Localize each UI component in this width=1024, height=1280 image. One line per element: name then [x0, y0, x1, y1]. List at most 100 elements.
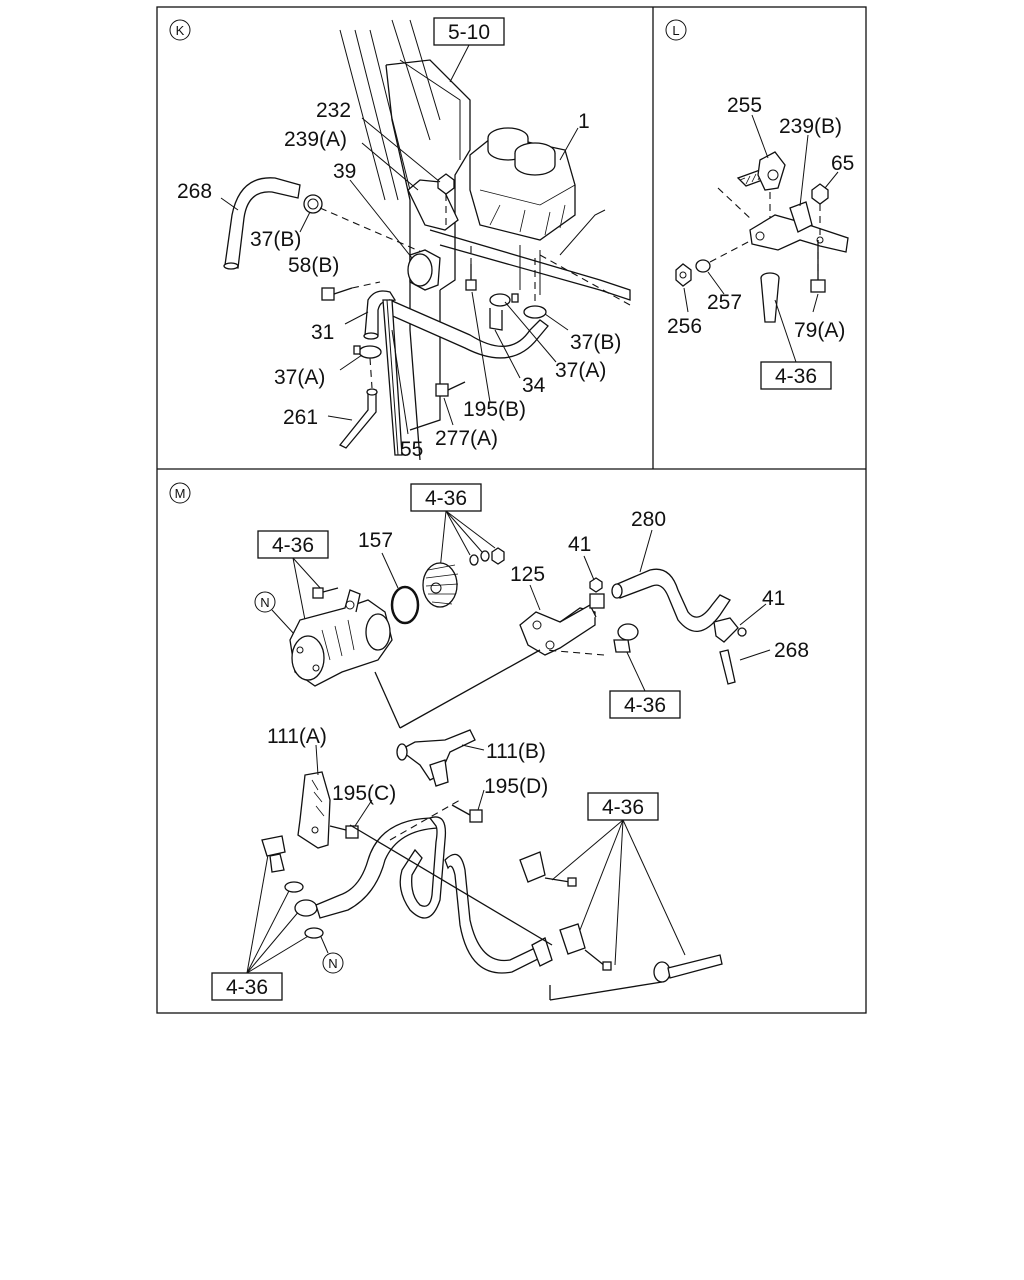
bracket-111a — [297, 771, 331, 849]
panel-l: L — [665, 19, 854, 390]
panel-m: M 4-36 4-36 4-36 4-36 — [169, 482, 809, 1001]
bracket-111b — [396, 729, 476, 787]
bolt-pump — [312, 587, 339, 599]
svg-text:4-36: 4-36 — [425, 487, 467, 510]
svg-text:256: 256 — [667, 315, 702, 338]
eye-bolt — [261, 835, 324, 939]
clamp-37a-lower — [353, 345, 382, 359]
svg-text:M: M — [175, 486, 186, 501]
pipe-268 — [719, 649, 736, 685]
shaft — [760, 272, 780, 323]
pressure-hose — [315, 816, 553, 974]
panel-m-leaders — [315, 529, 771, 827]
svg-text:65: 65 — [831, 152, 854, 175]
return-pipe-fitting — [653, 954, 723, 983]
pipe-31 — [363, 290, 397, 340]
svg-text:195(B): 195(B) — [463, 398, 526, 421]
power-steering-pump — [289, 589, 393, 687]
bracket-239a — [407, 173, 459, 231]
bolt-58b — [321, 281, 381, 301]
svg-text:4-36: 4-36 — [624, 694, 666, 717]
svg-text:55: 55 — [400, 438, 423, 461]
circle-ref-n-pipe: N — [317, 929, 344, 974]
union-bolt — [544, 623, 639, 656]
washer-257 — [695, 259, 711, 273]
panel-l-marker: L — [665, 19, 687, 41]
panel-k-leaders — [220, 117, 579, 435]
refbox-union: 4-36 — [609, 647, 681, 719]
pipe-261 — [338, 388, 378, 449]
svg-text:239(A): 239(A) — [284, 128, 347, 151]
svg-text:4-36: 4-36 — [775, 365, 817, 388]
connector-125 — [519, 604, 597, 656]
nut-65 — [811, 183, 829, 236]
diagram-frame — [156, 6, 867, 1014]
bolt-277a — [435, 381, 466, 397]
hose-268 — [223, 177, 301, 270]
hose-280 — [611, 568, 731, 632]
svg-text:79(A): 79(A) — [794, 319, 845, 342]
svg-text:N: N — [328, 956, 337, 971]
svg-text:37(A): 37(A) — [555, 359, 606, 382]
svg-text:195(C): 195(C) — [332, 782, 396, 805]
svg-text:58(B): 58(B) — [288, 254, 339, 277]
svg-text:41: 41 — [568, 533, 591, 556]
circle-ref-n-pump: N — [254, 591, 296, 636]
clamp-41-lower — [713, 617, 747, 643]
clamp-37b-right — [523, 258, 547, 319]
svg-text:255: 255 — [727, 94, 762, 117]
panel-m-marker: M — [169, 482, 191, 504]
svg-text:111(A): 111(A) — [267, 725, 327, 748]
svg-text:37(A): 37(A) — [274, 366, 325, 389]
refbox-pump: 4-36 — [257, 530, 329, 621]
svg-text:280: 280 — [631, 508, 666, 531]
oil-reservoir — [429, 127, 631, 306]
hose-39 — [407, 249, 441, 291]
clamp-37a-right — [489, 293, 519, 331]
svg-text:232: 232 — [316, 99, 351, 122]
svg-text:31: 31 — [311, 321, 334, 344]
panel-k: K 5-10 — [169, 17, 631, 461]
svg-text:4-36: 4-36 — [226, 976, 268, 999]
svg-text:157: 157 — [358, 529, 393, 552]
bolt-195b — [465, 246, 477, 291]
svg-text:257: 257 — [707, 291, 742, 314]
svg-text:125: 125 — [510, 563, 545, 586]
fitting-255 — [736, 151, 786, 191]
svg-text:111(B): 111(B) — [486, 740, 546, 763]
o-ring-157 — [390, 585, 420, 625]
panel-l-refbox: 4-36 — [760, 299, 832, 390]
svg-text:5-10: 5-10 — [448, 21, 490, 44]
svg-text:277(A): 277(A) — [435, 427, 498, 450]
svg-text:1: 1 — [578, 110, 590, 133]
panel-m-labels: 157 125 41 280 41 268 111(A) 111(B) 195(… — [267, 508, 809, 805]
svg-text:195(D): 195(D) — [484, 775, 548, 798]
gear — [422, 562, 459, 608]
panel-k-labels: 232 239(A) 39 268 37(B) 58(B) 31 37(A) 2… — [177, 99, 621, 461]
nut-256 — [675, 263, 692, 287]
svg-text:41: 41 — [762, 587, 785, 610]
svg-text:239(B): 239(B) — [779, 115, 842, 138]
refbox-gear: 4-36 — [410, 483, 496, 571]
svg-text:4-36: 4-36 — [602, 796, 644, 819]
panel-l-leaders — [683, 114, 839, 313]
radiator-frame-outline — [339, 19, 471, 461]
panel-l-labels: 255 239(B) 65 257 256 79(A) — [667, 94, 854, 342]
hose-clip-lower — [559, 923, 612, 971]
svg-text:34: 34 — [522, 374, 546, 397]
pipe-34 — [387, 299, 549, 359]
panel-k-refbox: 5-10 — [433, 17, 505, 83]
svg-text:L: L — [672, 23, 679, 38]
svg-text:K: K — [176, 23, 185, 38]
panel-k-marker: K — [169, 19, 191, 41]
svg-text:4-36: 4-36 — [272, 534, 314, 557]
refbox-clips: 4-36 — [551, 792, 686, 966]
pipe-55 — [382, 299, 403, 456]
bracket-239b — [749, 201, 849, 253]
nuts-washers — [469, 547, 505, 566]
bolt-195d — [451, 804, 483, 823]
svg-text:268: 268 — [177, 180, 212, 203]
refbox-eyebolt: 4-36 — [211, 854, 311, 1001]
svg-text:39: 39 — [333, 160, 356, 183]
